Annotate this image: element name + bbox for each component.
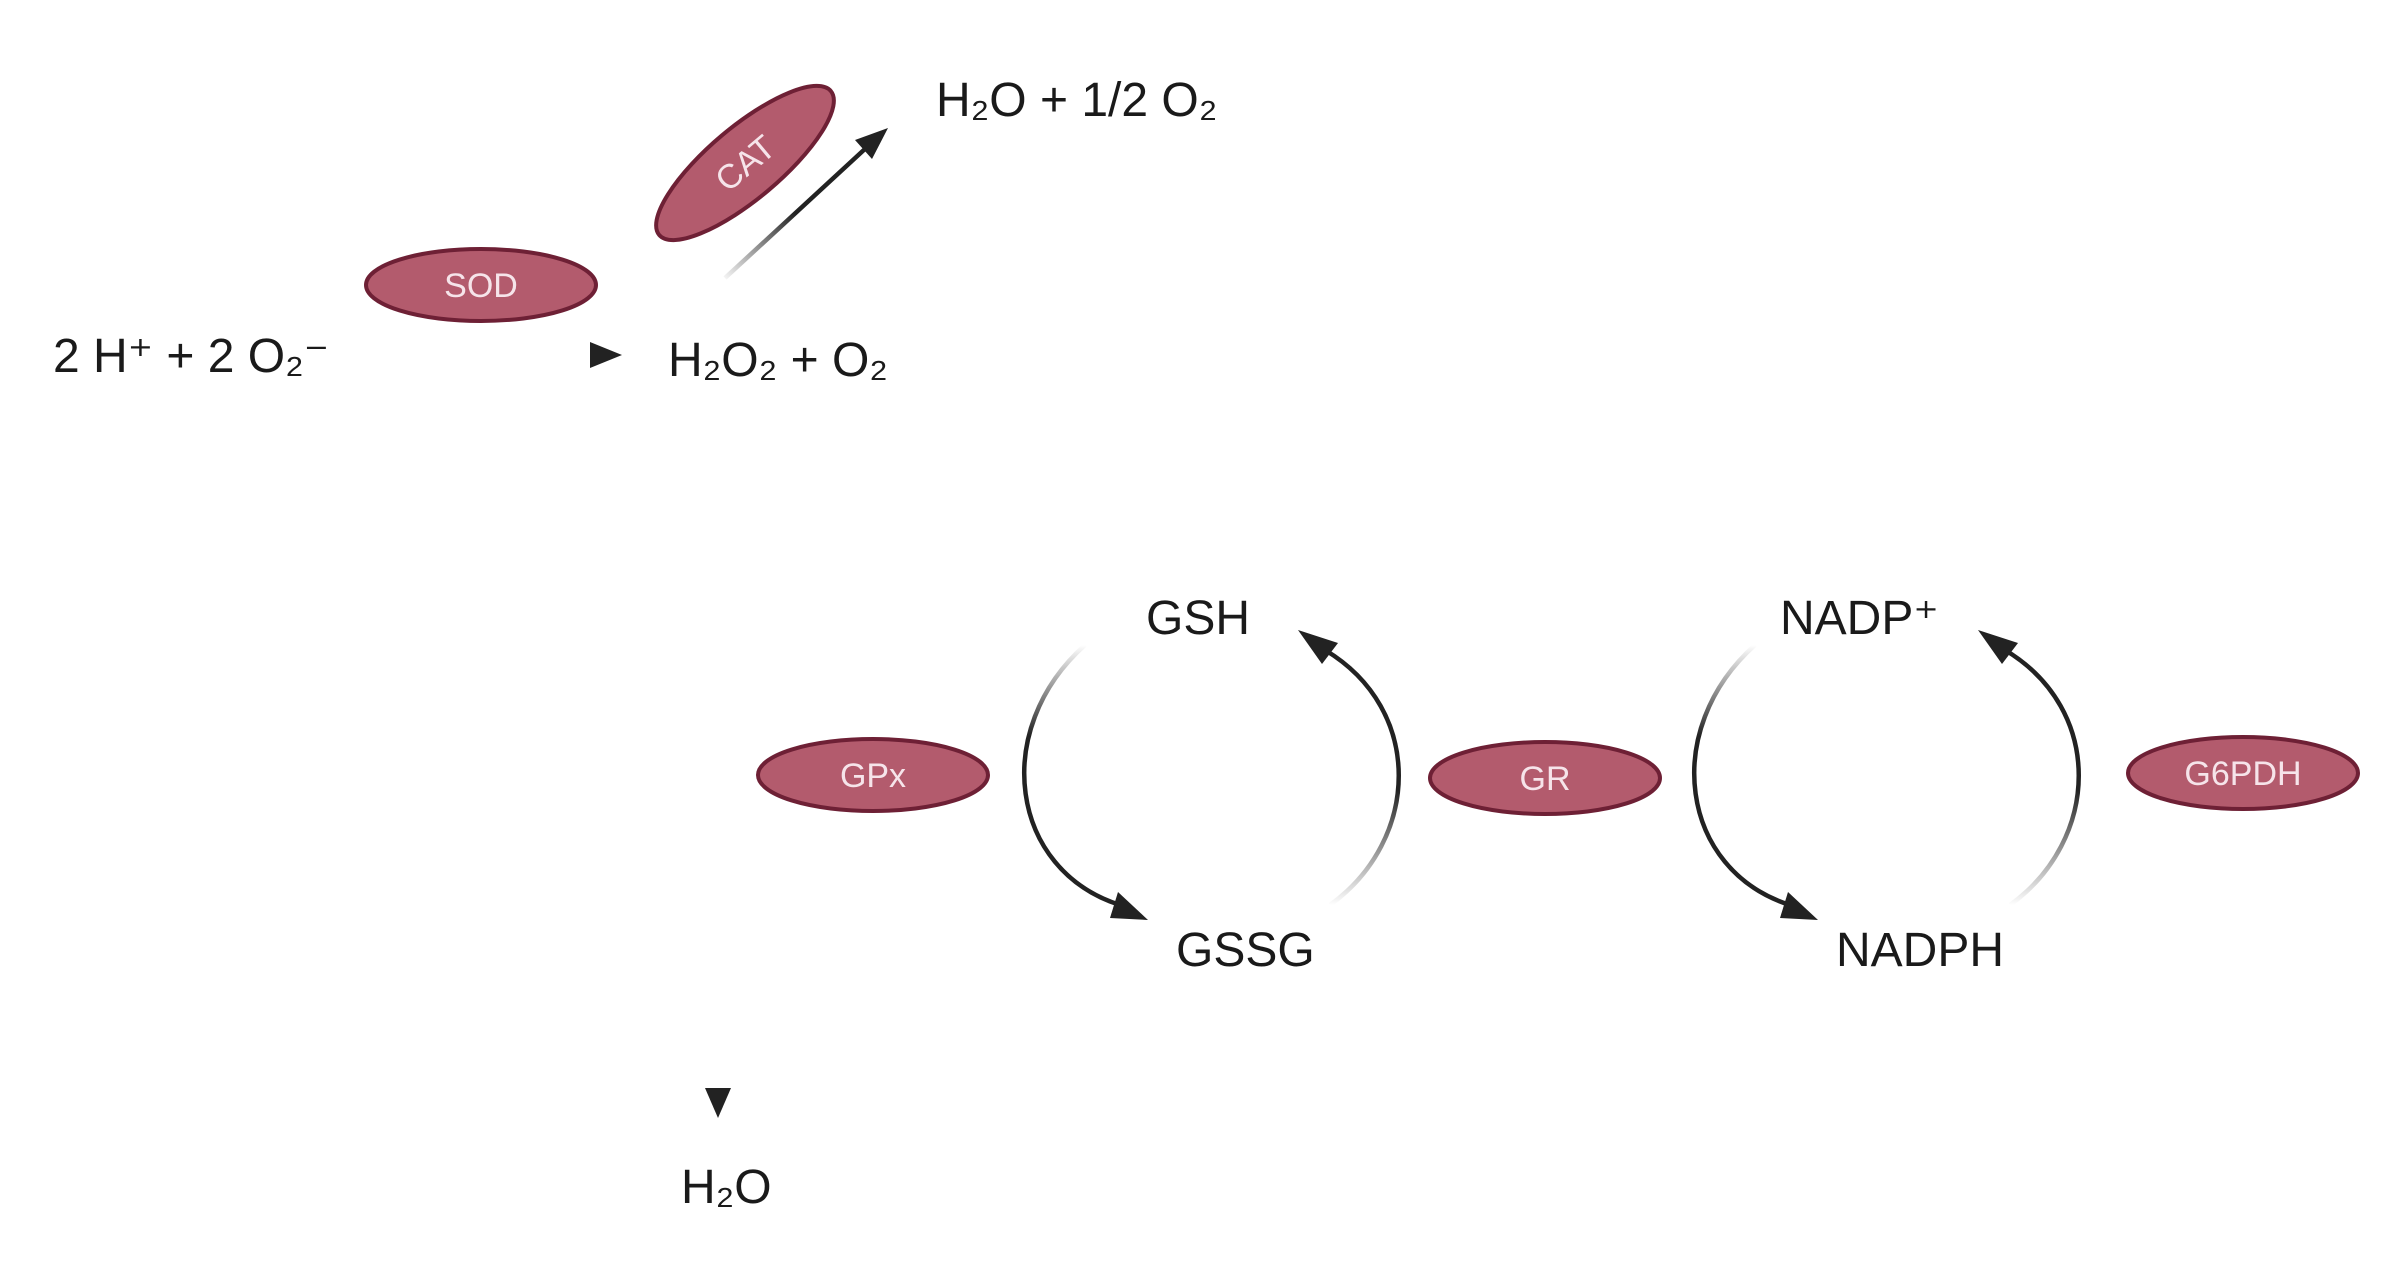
gssg-label: GSSG [1176, 924, 1315, 977]
nadp-to-nadph-arrow [1692, 643, 1818, 920]
enzyme-gr: GR [1428, 740, 1662, 816]
water-label: H₂O [681, 1161, 772, 1214]
enzyme-g6pdh-label: G6PDH [2184, 755, 2301, 793]
nadph-label: NADPH [1836, 924, 2004, 977]
gssg-to-gsh-arrow [1298, 630, 1401, 907]
hydrogen-peroxide-label: H₂O₂ + O₂ [668, 334, 888, 387]
nadp-label: NADP⁺ [1780, 592, 1939, 645]
cat-reaction-arrow [723, 128, 888, 280]
enzyme-gpx-label: GPx [840, 757, 906, 795]
enzyme-cat: CAT [654, 83, 836, 243]
superoxide-label: 2 H⁺ + 2 O₂⁻ [53, 330, 329, 383]
enzyme-sod-label: SOD [444, 267, 518, 305]
enzyme-gpx: GPx [756, 737, 990, 813]
nadph-to-nadp-arrow [1978, 630, 2081, 907]
enzyme-sod: SOD [364, 247, 598, 323]
gpx-reaction-arrow [705, 440, 731, 1118]
gsh-label: GSH [1146, 592, 1250, 645]
water-oxygen-label: H₂O + 1/2 O₂ [936, 74, 1217, 127]
gsh-to-gssg-arrow [1022, 643, 1148, 920]
enzyme-gr-label: GR [1520, 760, 1571, 798]
sod-reaction-arrow [345, 342, 622, 368]
enzyme-g6pdh: G6PDH [2126, 735, 2360, 811]
